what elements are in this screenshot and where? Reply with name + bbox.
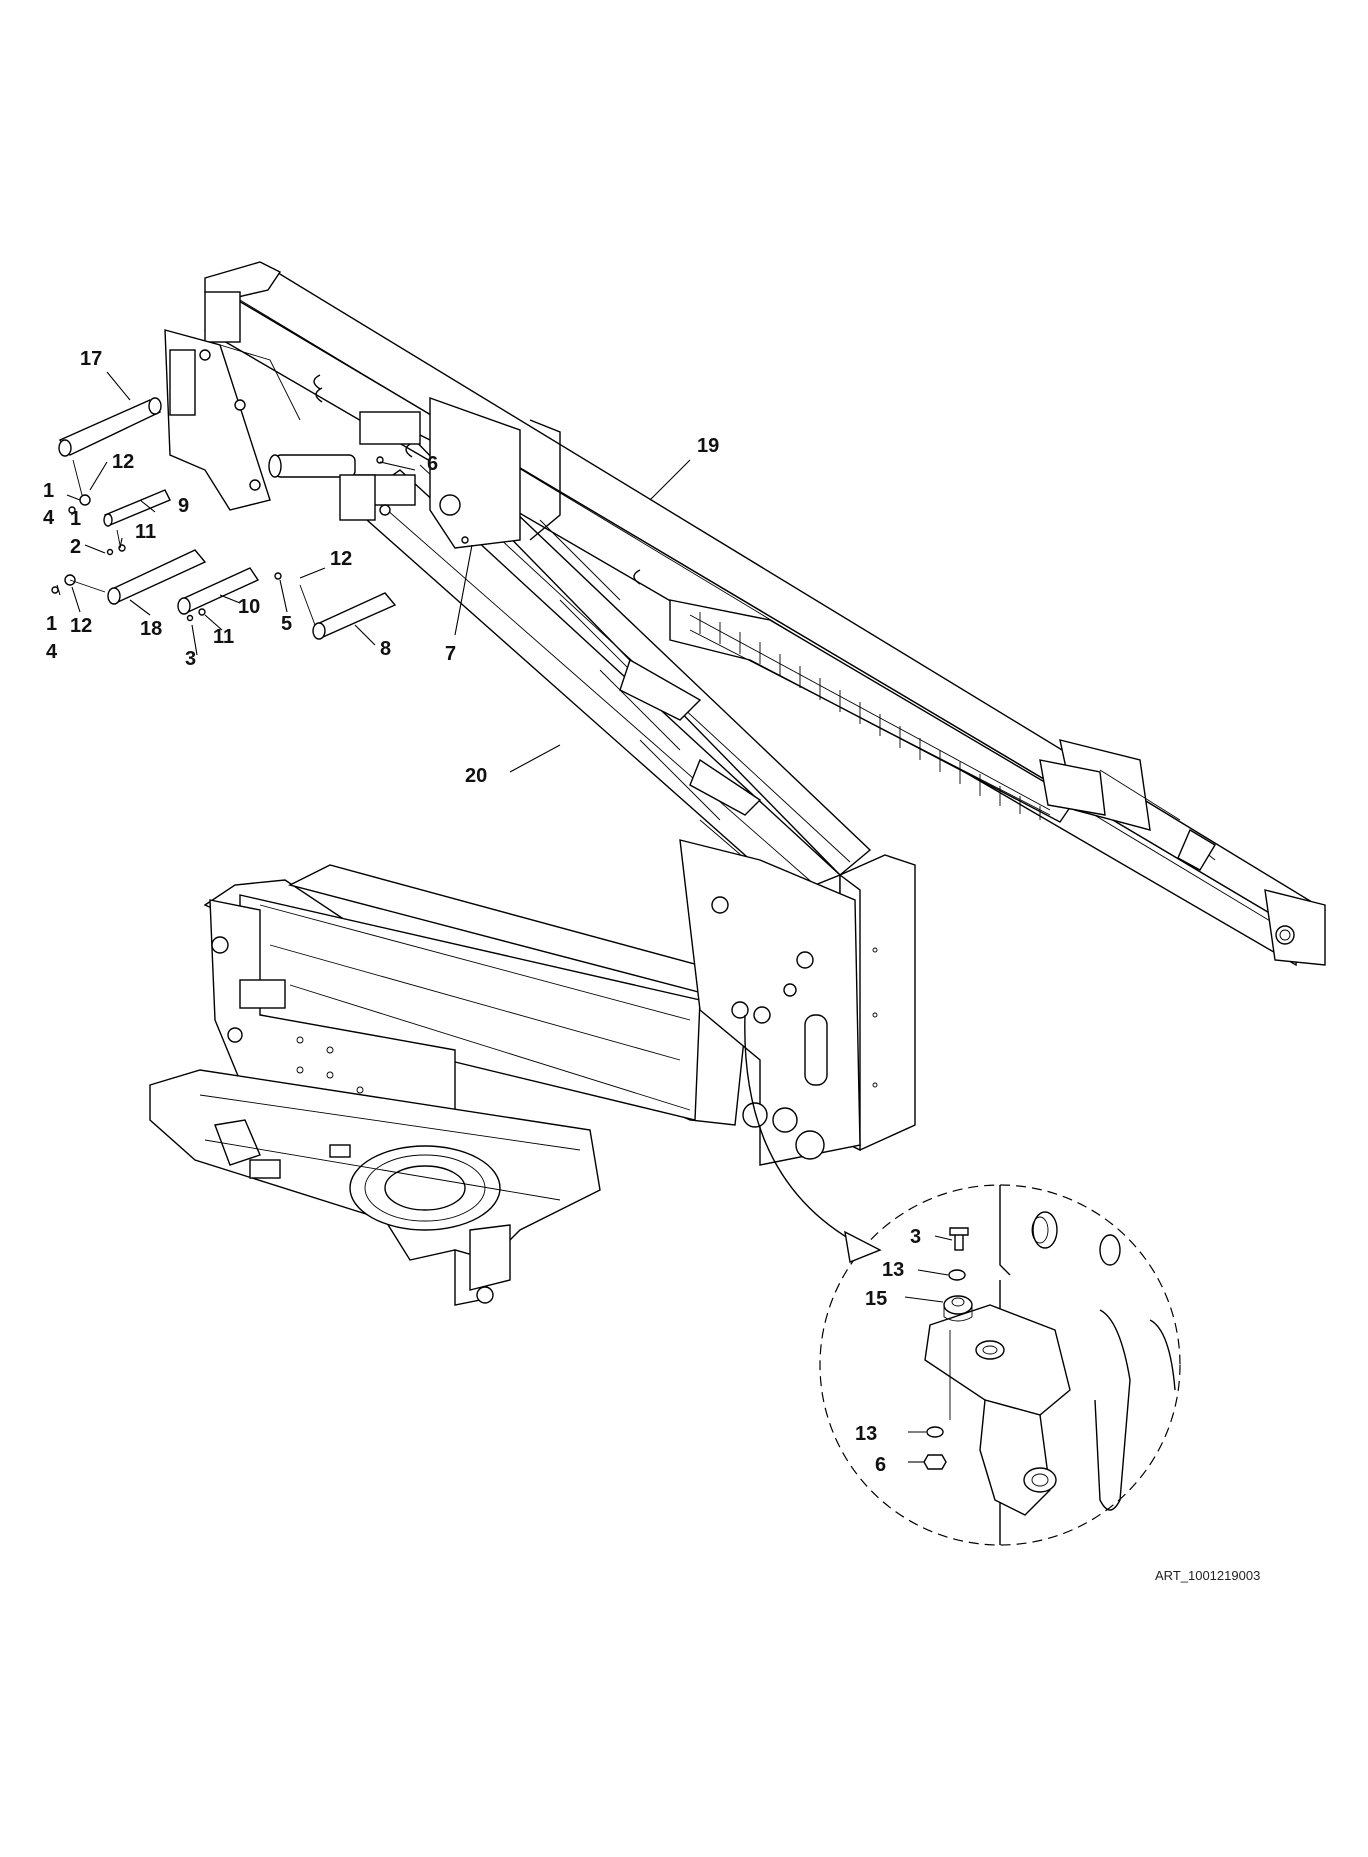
turntable-base — [149, 1069, 601, 1306]
boom-cylinder-and-link — [268, 397, 561, 549]
callout-12: 12 — [330, 548, 352, 570]
detail-callout-6: 6 — [875, 1454, 886, 1476]
callout-5: 5 — [281, 613, 292, 635]
callout-11: 11 — [213, 626, 234, 648]
callout-1: 1 — [70, 508, 81, 530]
art-reference-label: ART_1001219003 — [1155, 1568, 1260, 1583]
callout-1: 1 — [43, 480, 54, 502]
callout-20: 20 — [465, 765, 487, 787]
detail-callout-3: 3 — [910, 1226, 921, 1248]
exploded-parts — [51, 397, 469, 640]
callout-10: 10 — [238, 596, 260, 618]
callout-11: 11 — [135, 521, 156, 543]
callout-7: 7 — [445, 643, 456, 665]
callout-17: 17 — [80, 348, 102, 370]
callout-1: 1 — [46, 613, 57, 635]
callout-numbers: 17 12 1 4 9 1 2 11 1 12 4 18 10 3 11 5 1… — [43, 348, 921, 1476]
turret-frame — [203, 839, 916, 1236]
detail-callout-arrow — [744, 1014, 882, 1263]
upper-pivot-bracket — [164, 329, 301, 511]
detail-view — [819, 1184, 1181, 1546]
callout-8: 8 — [380, 638, 391, 660]
callout-19: 19 — [697, 435, 719, 457]
callout-6: 6 — [427, 453, 438, 475]
callout-12: 12 — [70, 615, 92, 637]
callout-12: 12 — [112, 451, 134, 473]
detail-callout-15: 15 — [865, 1288, 887, 1310]
callout-4: 4 — [46, 641, 58, 663]
callout-18: 18 — [140, 618, 162, 640]
leader-lines — [56, 371, 953, 1463]
callout-9: 9 — [178, 495, 189, 517]
cable-energy-chain — [669, 599, 1106, 823]
detail-callout-13: 13 — [855, 1423, 877, 1445]
callout-4: 4 — [43, 507, 55, 529]
callout-2: 2 — [70, 536, 81, 558]
detail-callout-13: 13 — [882, 1259, 904, 1281]
callout-3: 3 — [185, 648, 196, 670]
